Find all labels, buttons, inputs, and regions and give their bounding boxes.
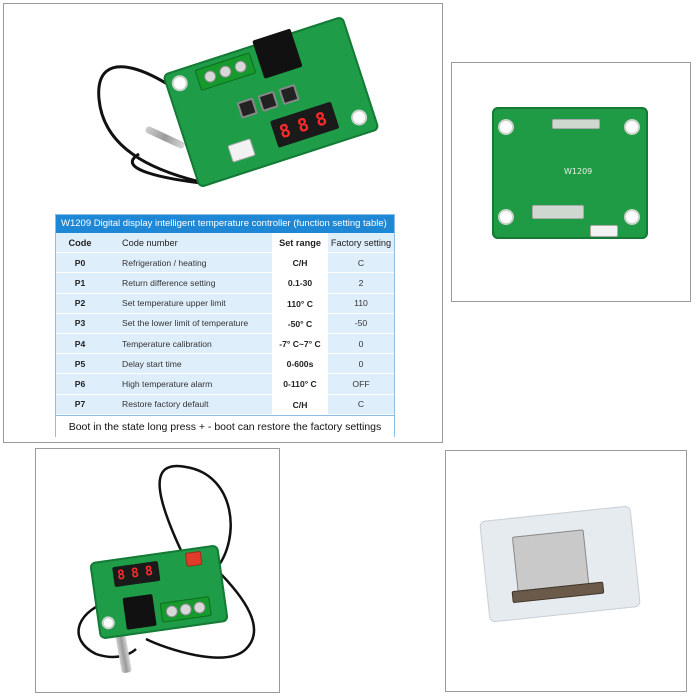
cell-range: C/H (272, 253, 328, 273)
led-digit: 8 (144, 563, 154, 580)
cell-name: Set the lower limit of temperature (122, 318, 249, 329)
cell-default: -50 (354, 318, 368, 329)
table-row: P5 Delay start time 0-600s 0 (56, 354, 394, 375)
mounting-hole (626, 211, 638, 223)
cell-default: OFF (352, 378, 370, 389)
sensor-connector (227, 138, 256, 163)
mounting-hole (351, 109, 367, 126)
screw-terminal (159, 596, 212, 623)
header-code-number: Code number (122, 237, 178, 248)
led-digit: 8 (130, 565, 141, 582)
table-header-row: Code Code number Set range Factory setti… (56, 233, 394, 254)
cell-code: P0 (74, 257, 86, 268)
table-row: P6 High temperature alarm 0-110° C OFF (56, 374, 394, 395)
solder-pads (532, 205, 584, 219)
cell-default: C (357, 257, 365, 268)
plastic-bag (479, 505, 641, 623)
led-digit: 8 (312, 108, 330, 132)
cell-name: Restore factory default (122, 399, 209, 410)
table-row: P2 Set temperature upper limit 110° C 11… (56, 293, 394, 314)
cell-code: P5 (74, 358, 86, 369)
screw (178, 602, 193, 617)
cell-default: 0 (358, 338, 364, 349)
table-row: P3 Set the lower limit of temperature -5… (56, 313, 394, 334)
cell-name: Set temperature upper limit (122, 298, 226, 309)
cell-range: 0.1-30 (272, 273, 328, 293)
screw (217, 64, 233, 80)
cell-code: P4 (74, 338, 86, 349)
header-code: Code (68, 237, 92, 248)
table-row: P4 Temperature calibration -7° C~7° C 0 (56, 333, 394, 355)
cell-default: C (357, 399, 365, 410)
cell-code: P1 (74, 277, 86, 288)
relay (122, 593, 157, 630)
led-display: 8 8 8 (269, 101, 340, 148)
solder-pads (552, 119, 600, 129)
cell-code: P6 (74, 378, 86, 389)
cell-range: -50° C (272, 313, 328, 333)
screw (165, 604, 179, 619)
cell-name: Temperature calibration (122, 338, 212, 349)
led-digit: 8 (116, 567, 127, 584)
product-image-back: W1209 (451, 62, 691, 302)
cell-code: P3 (74, 318, 86, 329)
led-digit: 8 (276, 119, 294, 144)
header-set-range: Set range (272, 233, 328, 253)
cell-default: 0 (358, 358, 364, 369)
screw (233, 59, 249, 75)
table-row: P0 Refrigeration / heating C/H C (56, 253, 394, 274)
sensor-connector (590, 225, 618, 237)
cell-name: Refrigeration / heating (122, 257, 207, 268)
push-button (278, 83, 300, 106)
board-label: W1209 (564, 167, 593, 176)
product-image-package (445, 450, 687, 692)
led-display: 8 8 8 (112, 560, 161, 588)
screw (202, 68, 218, 85)
push-button (257, 90, 279, 113)
product-image-main: 8 8 8 W1209 Digital display intelligent … (3, 3, 443, 443)
table-row: P1 Return difference setting 0.1-30 2 (56, 273, 394, 294)
mounting-hole (172, 75, 188, 91)
cell-range: 110° C (272, 293, 328, 313)
cell-name: Return difference setting (122, 277, 216, 288)
cell-code: P7 (74, 399, 86, 410)
cell-range: -7° C~7° C (272, 333, 328, 354)
led-digit: 8 (294, 114, 312, 138)
cell-range: C/H (272, 394, 328, 414)
mounting-hole (103, 617, 114, 628)
sensor-connector (184, 550, 203, 567)
product-image-angle: 8 8 8 (35, 448, 280, 693)
mounting-hole (500, 211, 512, 223)
cell-name: High temperature alarm (122, 378, 213, 389)
cell-range: 0-600s (272, 354, 328, 374)
pcb-board-back: W1209 (492, 107, 648, 239)
table-footer-note: Boot in the state long press + - boot ca… (56, 414, 394, 438)
mounting-hole (500, 121, 512, 133)
cell-code: P2 (74, 298, 86, 309)
header-factory-setting: Factory setting (330, 237, 392, 248)
mounting-hole (626, 121, 638, 133)
sensor-cable (97, 65, 221, 186)
cell-name: Delay start time (122, 358, 182, 369)
cell-default: 110 (354, 298, 368, 309)
cell-default: 2 (358, 277, 364, 288)
screw (192, 600, 207, 615)
table-title: W1209 Digital display intelligent temper… (56, 215, 394, 233)
table-row: P7 Restore factory default C/H C (56, 394, 394, 415)
cell-range: 0-110° C (272, 374, 328, 394)
push-button (236, 97, 258, 119)
function-setting-table: W1209 Digital display intelligent temper… (55, 214, 395, 438)
